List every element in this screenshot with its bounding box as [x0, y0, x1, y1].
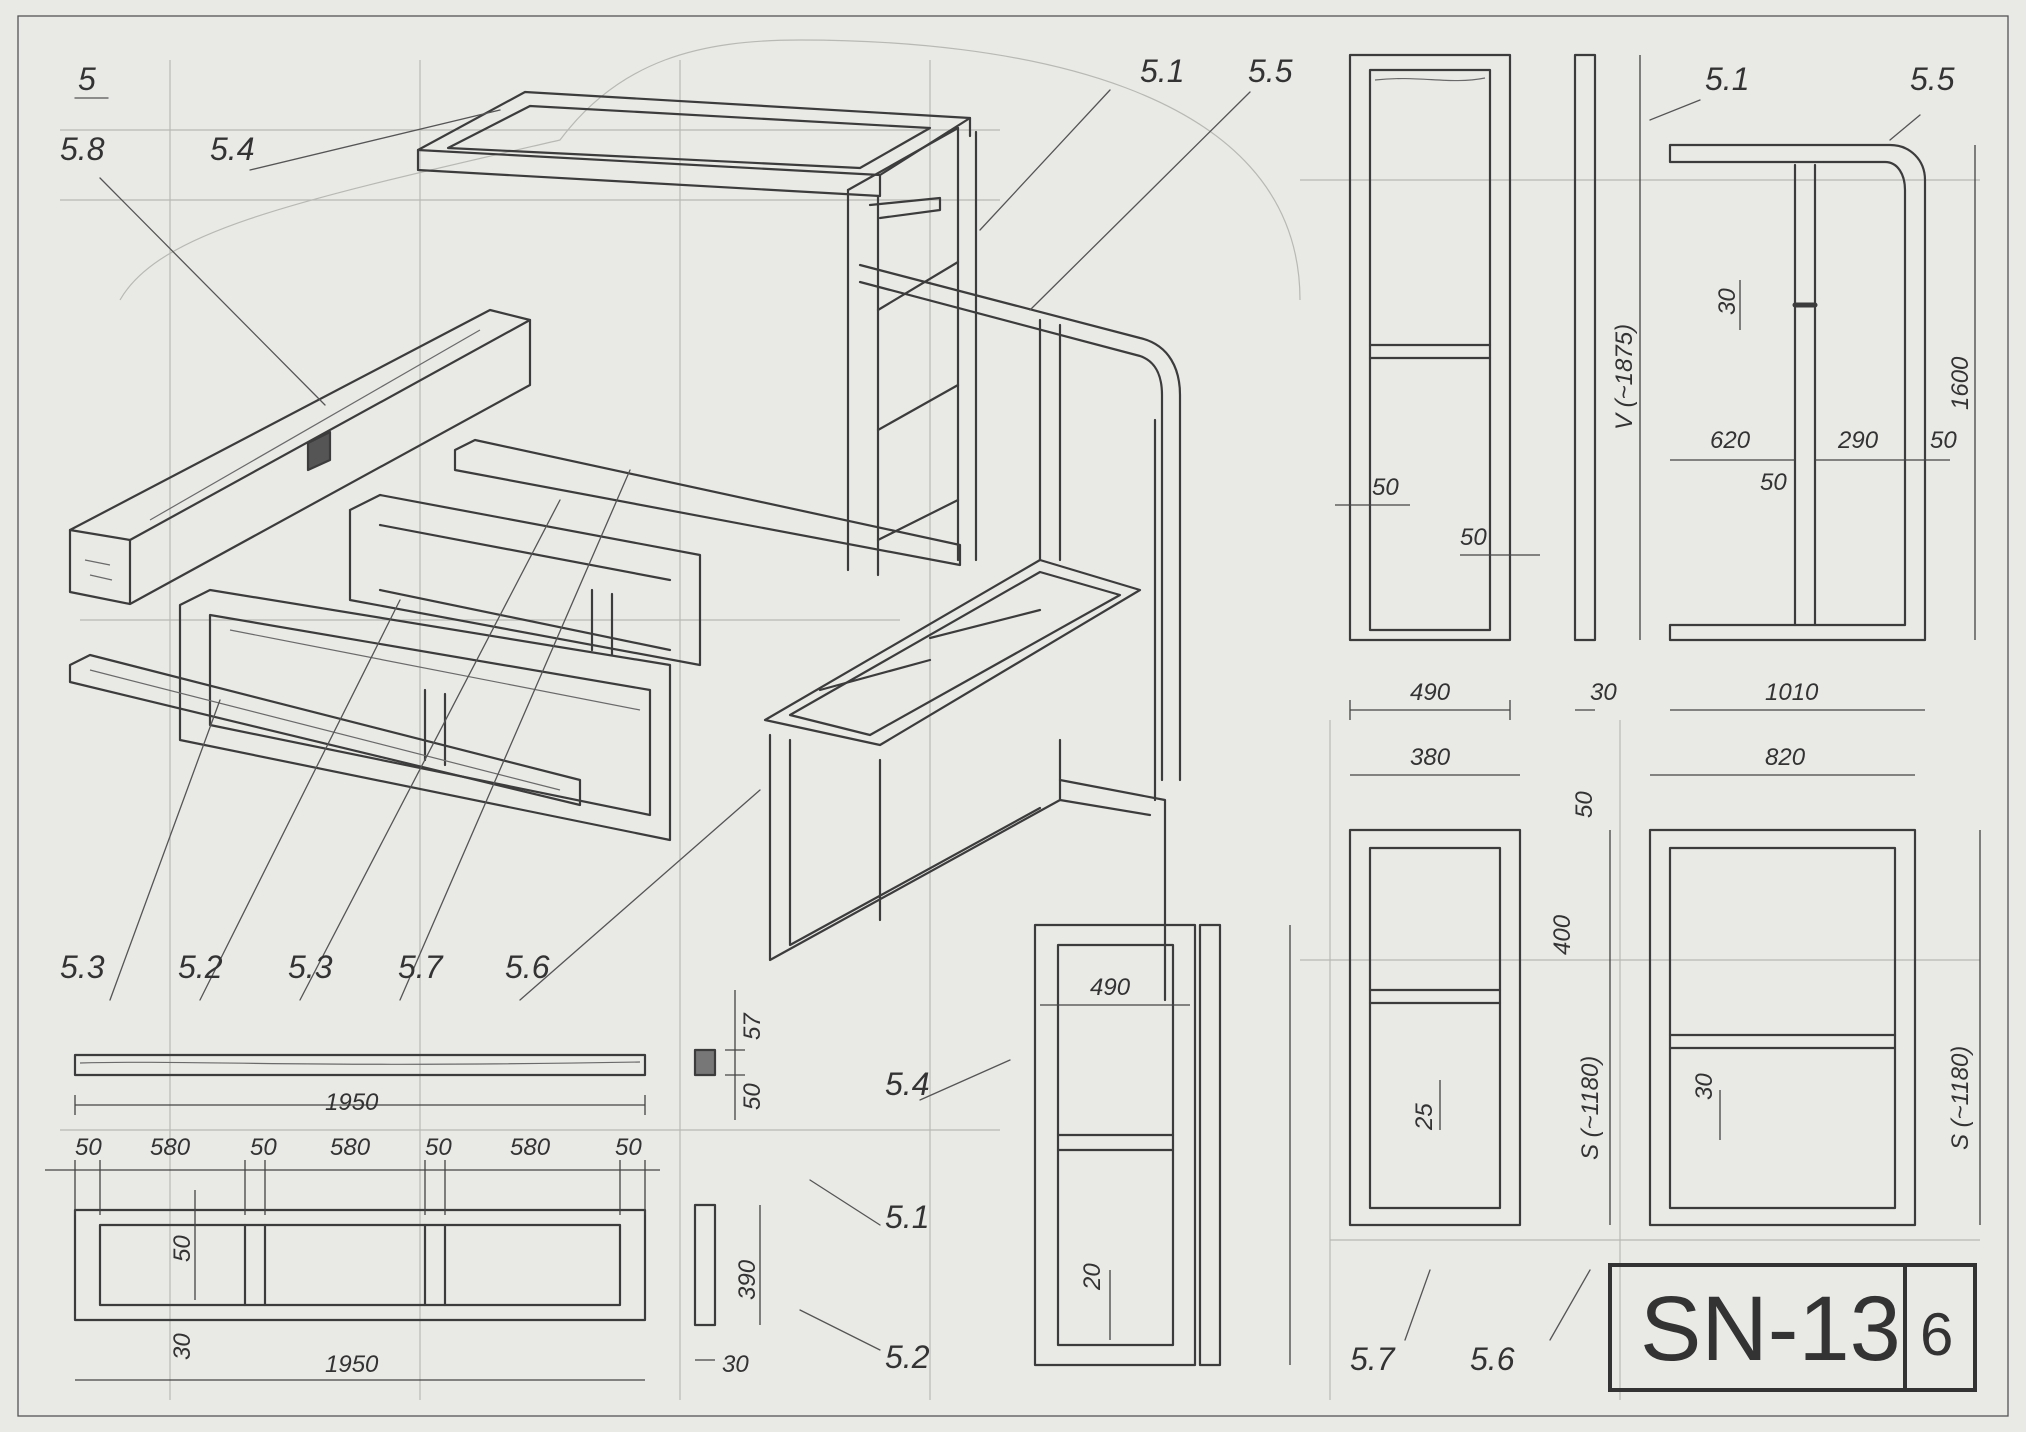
dim-400: 400	[1549, 914, 1576, 955]
callout-5-6-iso: 5.6	[505, 949, 550, 985]
callout-5-6-detail: 5.6	[1470, 1341, 1515, 1377]
dim-50-e: 50	[739, 1083, 766, 1110]
dim-1010: 1010	[1765, 679, 1819, 706]
callout-5-7-iso: 5.7	[398, 949, 444, 985]
sheet-number: 6	[1920, 1301, 1953, 1368]
dim-390: 390	[734, 1259, 761, 1300]
dim-50-c: 50	[425, 1134, 452, 1161]
callout-5-7-detail: 5.7	[1350, 1341, 1396, 1377]
dim-580-c: 580	[510, 1134, 551, 1161]
dim-25: 25	[1411, 1103, 1438, 1131]
drawing-code: SN-13	[1640, 1278, 1901, 1380]
section-number: 5	[78, 61, 96, 97]
dim-1950-bottom: 1950	[325, 1351, 379, 1378]
dim-20: 20	[1079, 1263, 1106, 1291]
dim-490-lower: 490	[1090, 974, 1131, 1001]
part-5-2-section: 57 50 390 30 5.1 5.2 5.4	[693, 990, 1011, 1378]
title-block: SN-13 6	[1608, 1263, 1977, 1392]
dim-380: 380	[1410, 744, 1451, 771]
dim-1600: 1600	[1947, 356, 1974, 410]
dim-30-b: 30	[722, 1351, 749, 1378]
dim-580-a: 580	[150, 1134, 191, 1161]
callout-5-5-iso: 5.5	[1248, 53, 1293, 89]
dim-620: 620	[1710, 427, 1751, 454]
dim-50-d: 50	[615, 1134, 642, 1161]
dim-1950-top: 1950	[325, 1089, 379, 1116]
dim-s-1180-a: S (~1180)	[1577, 1056, 1604, 1160]
part-5-4-elevation: 490 20	[1033, 923, 1291, 1367]
dim-s-1180-b: S (~1180)	[1947, 1046, 1974, 1150]
callout-5-2-iso: 5.2	[178, 949, 223, 985]
callout-5-5-detail: 5.5	[1910, 61, 1955, 97]
dim-50-h: 50	[1930, 427, 1957, 454]
callout-5-1-detail: 5.1	[1705, 61, 1749, 97]
part-5-6-elevation: 820 S (~1180) 30 5.6	[1470, 744, 1981, 1377]
dim-50-b: 50	[250, 1134, 277, 1161]
callout-5-3-front: 5.3	[60, 949, 105, 985]
callout-5-1-lower: 5.1	[885, 1199, 929, 1235]
dim-290: 290	[1837, 427, 1879, 454]
dim-50-g: 50	[1460, 524, 1487, 551]
dim-v-1875: V (~1875)	[1611, 324, 1638, 430]
part-5-1-elevation: 490 30 V (~1875) 50 50	[1335, 53, 1641, 720]
dim-820: 820	[1765, 744, 1806, 771]
dim-50-j: 50	[1571, 791, 1598, 818]
part-5-7-elevation: 380 50 400 S (~1180) 25 5.7	[1348, 744, 1611, 1377]
part-5-2-elevation: 1950 50 580 50 580 50 580 50 50 30 1950	[45, 1053, 660, 1381]
callout-5-2-lower: 5.2	[885, 1339, 930, 1375]
isometric-assembly-view	[68, 89, 1251, 1002]
dim-50-a: 50	[75, 1134, 102, 1161]
sheet-border	[17, 15, 2009, 1417]
dim-490-5-1: 490	[1410, 679, 1451, 706]
dim-30-a: 30	[169, 1333, 196, 1360]
dim-50-vert: 50	[169, 1235, 196, 1262]
dim-580-b: 580	[330, 1134, 371, 1161]
part-5-5-elevation: 1600 1010 620 290 50 50 30 5.1 5.5	[1649, 61, 1976, 711]
dim-30-e: 30	[1691, 1073, 1718, 1100]
callout-5-1-iso: 5.1	[1140, 53, 1184, 89]
dim-50-i: 50	[1760, 469, 1787, 496]
dim-50-f: 50	[1372, 474, 1399, 501]
iso-callouts: 5 5.8 5.4 5.1 5.5 5.3 5.2 5.3 5.7 5.6	[60, 53, 1293, 985]
callout-5-4-iso: 5.4	[210, 131, 254, 167]
dim-30-d: 30	[1714, 288, 1741, 315]
callout-5-4-lower: 5.4	[885, 1066, 929, 1102]
callout-5-3-back: 5.3	[288, 949, 333, 985]
callout-5-8: 5.8	[60, 131, 105, 167]
dim-57: 57	[739, 1012, 766, 1040]
dim-30-5-1: 30	[1590, 679, 1617, 706]
